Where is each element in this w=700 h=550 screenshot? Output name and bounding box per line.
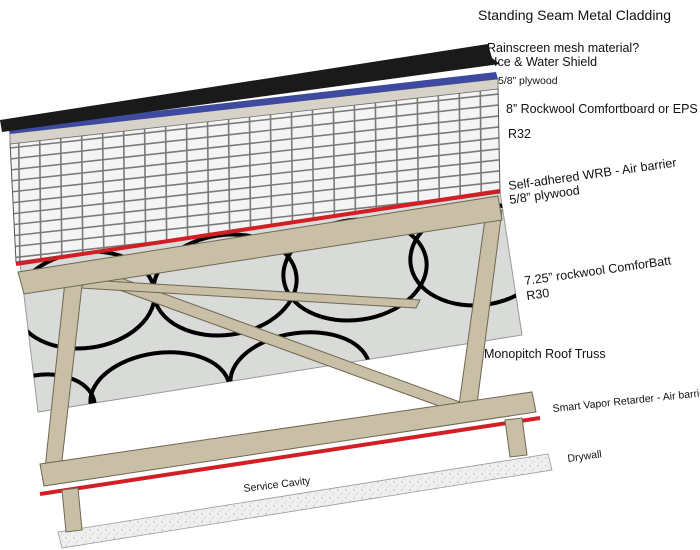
drywall-panel xyxy=(57,453,553,549)
grid-line xyxy=(10,101,500,161)
truss-post-left xyxy=(61,487,83,533)
label-cladding: Standing Seam Metal Cladding xyxy=(478,7,671,23)
label-r30: R30 xyxy=(525,286,550,303)
label-plywood-top: 5/8” plywood xyxy=(498,75,558,87)
truss-post-right xyxy=(504,417,528,458)
grid-line xyxy=(10,145,500,205)
grid-line xyxy=(10,90,500,150)
grid-line xyxy=(10,112,500,172)
metal-cladding xyxy=(0,44,500,132)
label-wrb: Self-adhered WRB - Air barrier xyxy=(507,156,677,193)
label-drywall: Drywall xyxy=(567,448,603,465)
grid-line xyxy=(10,167,500,227)
grid-line xyxy=(10,134,500,194)
grid-line xyxy=(10,178,500,238)
label-rainscreen: Rainscreen mesh material? xyxy=(487,41,639,55)
label-comfortbatt: 7.25” rockwool ComforBatt xyxy=(523,253,672,288)
truss-top-chord xyxy=(17,195,503,295)
label-ice-water: Ice & Water Shield xyxy=(494,55,597,69)
grid-line xyxy=(10,156,500,216)
vapor-retarder-line xyxy=(39,416,541,496)
label-truss: Monopitch Roof Truss xyxy=(484,347,606,361)
label-rockwool-board: 8” Rockwool Comfortboard or EPS xyxy=(506,102,698,116)
wrb-line xyxy=(15,189,501,266)
label-service-cavity: Service Cavity xyxy=(243,475,312,495)
truss-bottom-chord xyxy=(39,391,537,487)
ice-water-shield xyxy=(8,72,498,134)
roof-truss xyxy=(17,195,537,533)
label-r32: R32 xyxy=(508,127,531,141)
grid-line xyxy=(10,123,500,183)
label-vapor: Smart Vapor Retarder - Air barrier xyxy=(552,387,700,415)
